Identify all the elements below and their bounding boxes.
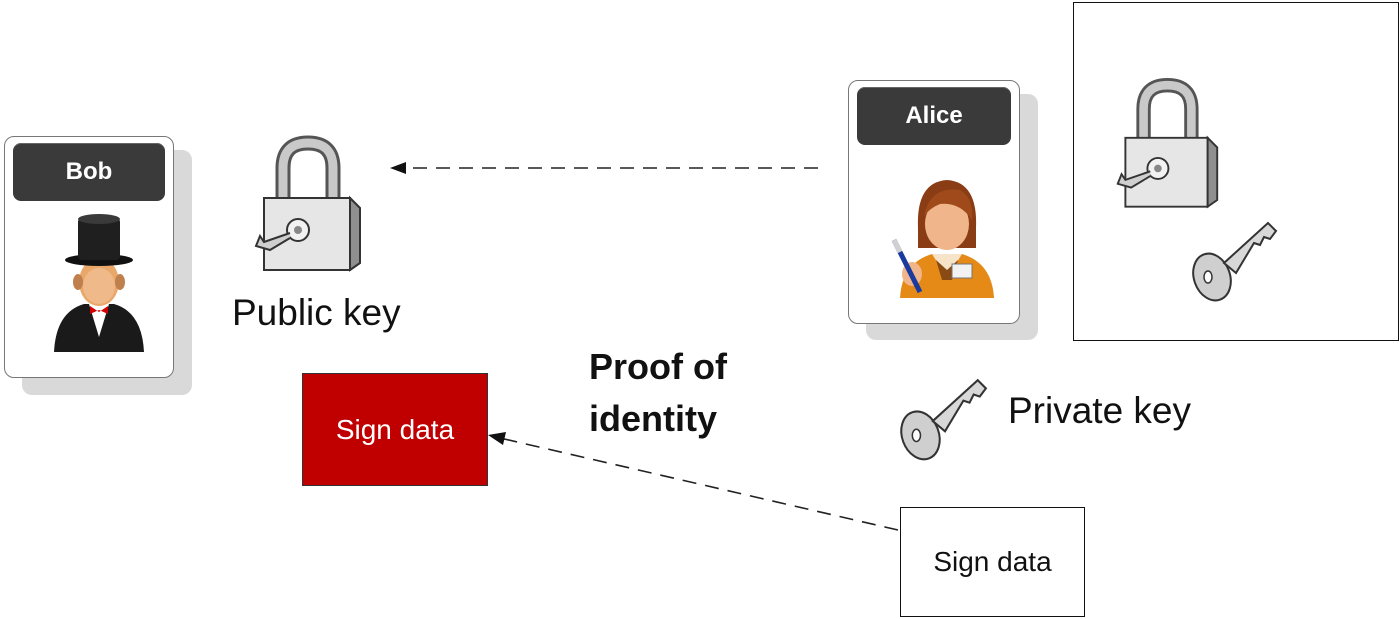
padlock-key-icon (254, 135, 361, 272)
frame-padlock-icon (1116, 78, 1219, 209)
sign-data-white-box: Sign data (900, 507, 1085, 617)
private-key-label: Private key (1008, 390, 1192, 431)
frame-key-icon (1192, 221, 1278, 302)
public-key-label: Public key (232, 292, 401, 333)
woman-with-pen-icon (891, 180, 994, 298)
alice-name-plate: Alice (857, 87, 1011, 145)
private-key-icon (900, 378, 988, 461)
bob-name-plate: Bob (13, 143, 165, 201)
businessman-top-hat-icon (54, 214, 144, 352)
proof-of-identity-line1: Proof of (589, 346, 727, 387)
proof-of-identity-line2: identity (589, 398, 718, 439)
sign-data-red-box: Sign data (302, 373, 488, 486)
